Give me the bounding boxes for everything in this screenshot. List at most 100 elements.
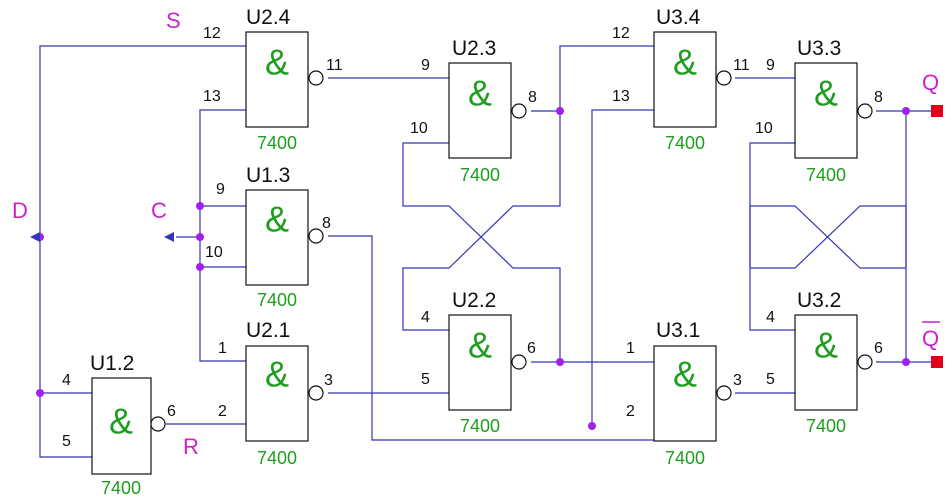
junction-c <box>196 233 204 241</box>
inverter-bubble <box>511 103 527 119</box>
gate-name: U2.4 <box>246 6 291 29</box>
pin-label: 8 <box>528 89 537 106</box>
signal-label-r: R <box>183 434 199 459</box>
and-symbol: & <box>265 199 289 240</box>
inverter-bubble <box>857 103 873 119</box>
pin-label: 5 <box>421 371 430 388</box>
signal-label-s: S <box>166 8 181 33</box>
chip-label: 7400 <box>460 165 500 185</box>
pin-label: 2 <box>218 403 227 420</box>
pin-label: 6 <box>167 403 176 420</box>
chip-label: 7400 <box>257 133 297 153</box>
pin-label: 12 <box>203 25 221 42</box>
junction-c-pin9 <box>196 202 204 210</box>
d-arrow-icon <box>30 232 40 242</box>
gate-u3-1: U3.1 & 7400 1 2 3 <box>626 319 742 468</box>
chip-label: 7400 <box>460 416 500 436</box>
wire-u2-3-feedback <box>402 111 561 331</box>
pin-label: 4 <box>766 309 775 326</box>
gate-u3-3: U3.3 & 7400 9 10 8 <box>755 37 883 185</box>
gate-name: U3.2 <box>797 289 841 312</box>
junction-u3-1-pin2 <box>588 422 596 430</box>
pin-label: 1 <box>626 340 635 357</box>
pin-label: 2 <box>626 403 635 420</box>
chip-label: 7400 <box>257 290 297 310</box>
and-symbol: & <box>468 325 492 366</box>
signal-label-q-not: Q <box>922 326 939 351</box>
gate-name: U2.1 <box>246 319 290 342</box>
gate-u1-2: U1.2 & 7400 4 5 6 <box>62 352 176 498</box>
c-arrow-icon <box>164 232 174 242</box>
junction-u1-2-inputs <box>36 389 44 397</box>
gate-name: U1.3 <box>246 164 290 187</box>
pin-label: 13 <box>203 88 221 105</box>
inverter-bubble <box>857 354 873 370</box>
chip-label: 7400 <box>665 448 705 468</box>
pin-label: 8 <box>874 89 883 106</box>
pin-label: 11 <box>733 57 750 74</box>
pin-label: 9 <box>216 181 225 198</box>
inverter-bubble <box>716 70 732 86</box>
pin-label: 3 <box>733 372 742 389</box>
and-symbol: & <box>265 354 289 395</box>
chip-label: 7400 <box>101 478 141 498</box>
pin-label: 6 <box>874 340 883 357</box>
wire-s-to-u2-4 <box>39 45 246 393</box>
q-output-port <box>931 105 943 117</box>
inverter-bubble <box>150 416 166 432</box>
wire-d-to-u1-2-pin5 <box>39 393 92 458</box>
pin-label: 3 <box>324 372 333 389</box>
and-symbol: & <box>673 42 697 83</box>
gate-body <box>245 31 309 128</box>
gate-name: U2.2 <box>452 289 496 312</box>
gate-body <box>794 62 858 159</box>
pin-label: 5 <box>766 371 775 388</box>
pin-label: 8 <box>322 215 331 232</box>
gate-name: U3.1 <box>656 319 700 342</box>
junction-c-pin10 <box>196 263 204 271</box>
gate-name: U3.4 <box>656 6 701 29</box>
chip-label: 7400 <box>665 133 705 153</box>
pin-label: 10 <box>205 244 223 261</box>
junction-q-not <box>902 358 910 366</box>
gate-u3-4: U3.4 & 7400 12 13 11 <box>612 6 750 153</box>
gate-name: U3.3 <box>797 37 841 60</box>
pin-label: 10 <box>410 120 428 137</box>
inverter-bubble <box>716 385 732 401</box>
wire-u2-3-to-u3-4 <box>559 45 654 111</box>
and-symbol: & <box>814 73 838 114</box>
chip-label: 7400 <box>806 416 846 436</box>
and-symbol: & <box>673 354 697 395</box>
inverter-bubble <box>511 354 527 370</box>
chip-label: 7400 <box>257 448 297 468</box>
gate-body <box>653 345 717 442</box>
gate-name: U2.3 <box>452 37 496 60</box>
gate-body <box>448 62 512 159</box>
wire-c-bus <box>199 109 246 362</box>
gate-u3-2: U3.2 & 7400 4 5 6 <box>766 289 883 436</box>
junction-u2-2-out <box>556 358 564 366</box>
wire-u1-3-out <box>328 235 654 441</box>
gate-u2-4: U2.4 & 7400 12 13 11 <box>203 6 343 153</box>
inverter-bubble <box>308 70 324 86</box>
inverter-bubble <box>308 228 324 244</box>
and-symbol: & <box>814 325 838 366</box>
pin-label: 9 <box>421 57 430 74</box>
pin-label: 5 <box>62 433 71 450</box>
gate-body <box>245 345 309 442</box>
pin-label: 6 <box>527 340 536 357</box>
junction-u2-3-out <box>556 107 564 115</box>
signal-label-d: D <box>12 198 28 223</box>
pin-label: 11 <box>326 57 343 74</box>
wire-u1-3-to-u3-4-pin13 <box>591 109 654 426</box>
q-not-output-port <box>931 356 943 368</box>
pin-label: 13 <box>612 88 630 105</box>
gate-body <box>794 314 858 411</box>
pin-label: 9 <box>766 57 775 74</box>
gate-body <box>245 189 309 286</box>
pin-label: 10 <box>755 120 773 137</box>
pin-label: 4 <box>62 372 71 389</box>
chip-label: 7400 <box>806 165 846 185</box>
and-symbol: & <box>468 73 492 114</box>
signal-label-q: Q <box>922 70 939 95</box>
